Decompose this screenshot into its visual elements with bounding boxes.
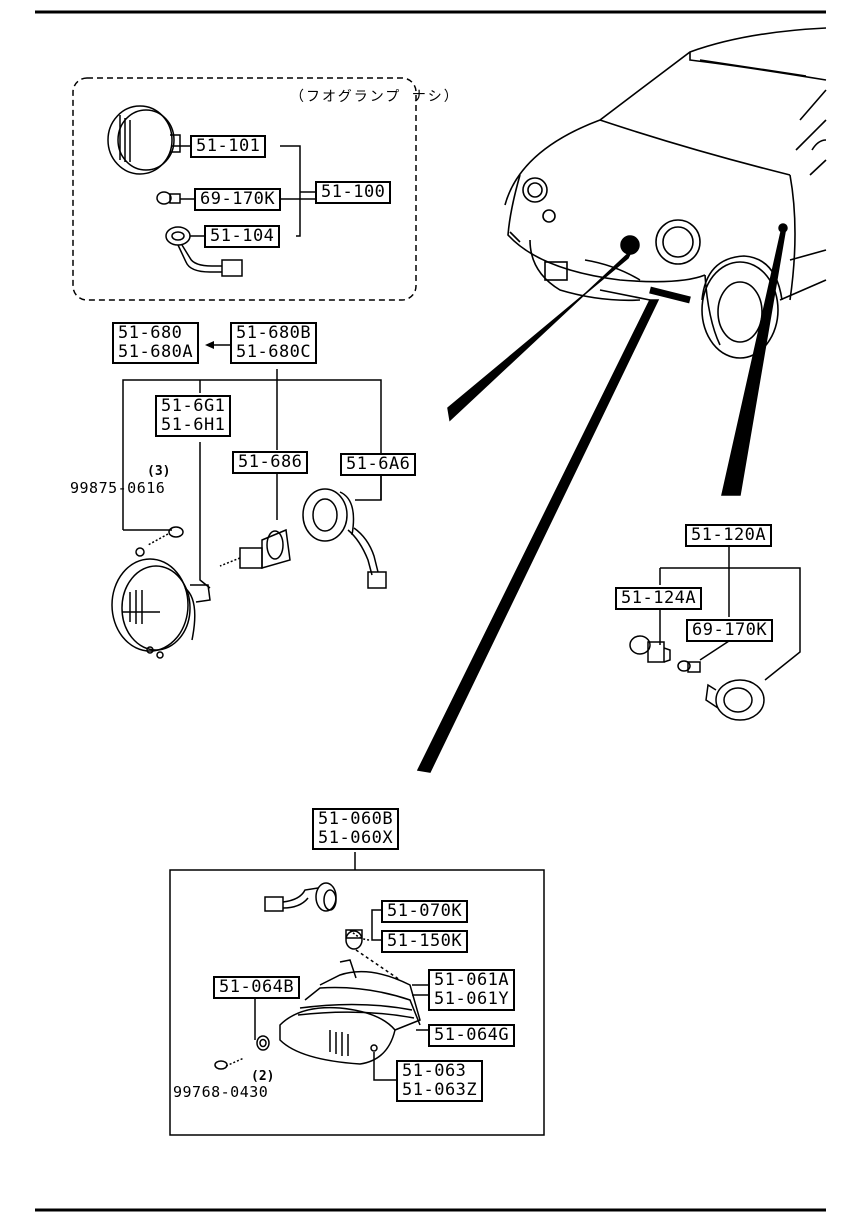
part-51-6h1: 51-6H1 bbox=[161, 415, 226, 435]
fog-option-box bbox=[72, 77, 417, 301]
turn-harness-drawing bbox=[264, 882, 337, 912]
label-turn-bulb-51-070k[interactable]: 51-070K bbox=[381, 900, 469, 923]
screw-drawing bbox=[147, 526, 184, 546]
label-fog-assembly-51-680b[interactable]: 51-680B 51-680C bbox=[230, 322, 318, 364]
label-turn-screw-99768-0430[interactable]: 99768-0430 bbox=[173, 1083, 269, 1101]
turn-screw-qty-2: (2) bbox=[251, 1069, 275, 1084]
part-51-063: 51-063 bbox=[402, 1061, 467, 1081]
part-51-680a: 51-680A bbox=[118, 342, 194, 362]
label-turn-housing-51-061a[interactable]: 51-061A 51-061Y bbox=[428, 969, 516, 1011]
fog-option-note: （フオグランプ ナシ） bbox=[290, 89, 460, 105]
label-socket-51-104[interactable]: 51-104 bbox=[204, 225, 281, 248]
label-fog-socket-51-6a6[interactable]: 51-6A6 bbox=[340, 453, 417, 476]
part-51-061y: 51-061Y bbox=[434, 989, 510, 1009]
label-fog-lamp-51-101[interactable]: 51-101 bbox=[190, 135, 267, 158]
turn-screw-drawing bbox=[214, 1057, 245, 1070]
part-51-061a: 51-061A bbox=[434, 970, 510, 990]
label-turn-part-51-064b[interactable]: 51-064B bbox=[213, 976, 301, 999]
label-marker-51-120a[interactable]: 51-120A bbox=[685, 524, 773, 547]
screw-qty-3: (3) bbox=[147, 464, 171, 479]
marker-socket-drawing bbox=[705, 679, 765, 721]
label-bulb-69-170k[interactable]: 69-170K bbox=[194, 188, 282, 211]
marker-lens-drawing bbox=[629, 635, 671, 663]
label-turn-socket-51-150k[interactable]: 51-150K bbox=[381, 930, 469, 953]
part-51-680c: 51-680C bbox=[236, 342, 312, 362]
part-51-060b: 51-060B bbox=[318, 809, 394, 829]
label-turn-gasket-51-064g[interactable]: 51-064G bbox=[428, 1024, 516, 1047]
part-51-060x: 51-060X bbox=[318, 828, 394, 848]
label-assembly-51-100[interactable]: 51-100 bbox=[315, 181, 392, 204]
turn-lamp-box bbox=[169, 869, 545, 1136]
bulb-small-drawing bbox=[156, 191, 181, 205]
callout-wedge-turn bbox=[416, 299, 660, 773]
turn-gasket-drawing bbox=[256, 1035, 270, 1051]
part-51-063z: 51-063Z bbox=[402, 1080, 478, 1100]
label-fog-unit-51-6g1[interactable]: 51-6G1 51-6H1 bbox=[155, 395, 232, 437]
callout-wedge-marker bbox=[721, 231, 786, 496]
turn-bulb-drawing bbox=[345, 929, 363, 950]
part-51-6g1: 51-6G1 bbox=[161, 396, 226, 416]
fog-lamp-unit-drawing bbox=[111, 547, 211, 659]
part-51-680b: 51-680B bbox=[236, 323, 312, 343]
label-marker-lens-51-124a[interactable]: 51-124A bbox=[615, 587, 703, 610]
label-turn-assembly-51-060b[interactable]: 51-060B 51-060X bbox=[312, 808, 400, 850]
turn-housing-drawing bbox=[297, 959, 421, 1031]
part-51-680: 51-680 bbox=[118, 323, 183, 343]
halogen-bulb-drawing bbox=[219, 528, 291, 569]
label-marker-bulb-69-170k[interactable]: 69-170K bbox=[686, 619, 774, 642]
car-front-drawing bbox=[504, 27, 827, 359]
turn-lens-drawing bbox=[279, 1006, 396, 1065]
label-fog-assembly-51-680[interactable]: 51-680 51-680A bbox=[112, 322, 200, 364]
fog-socket-drawing bbox=[302, 488, 387, 589]
label-fog-bulb-51-686[interactable]: 51-686 bbox=[232, 451, 309, 474]
fog-lamp-small-drawing bbox=[107, 105, 181, 175]
marker-bulb-drawing bbox=[677, 660, 701, 673]
label-screw-99875-0616[interactable]: 99875-0616 bbox=[70, 479, 166, 497]
callout-wedge-fog bbox=[447, 249, 633, 422]
label-turn-lens-51-063[interactable]: 51-063 51-063Z bbox=[396, 1060, 484, 1102]
